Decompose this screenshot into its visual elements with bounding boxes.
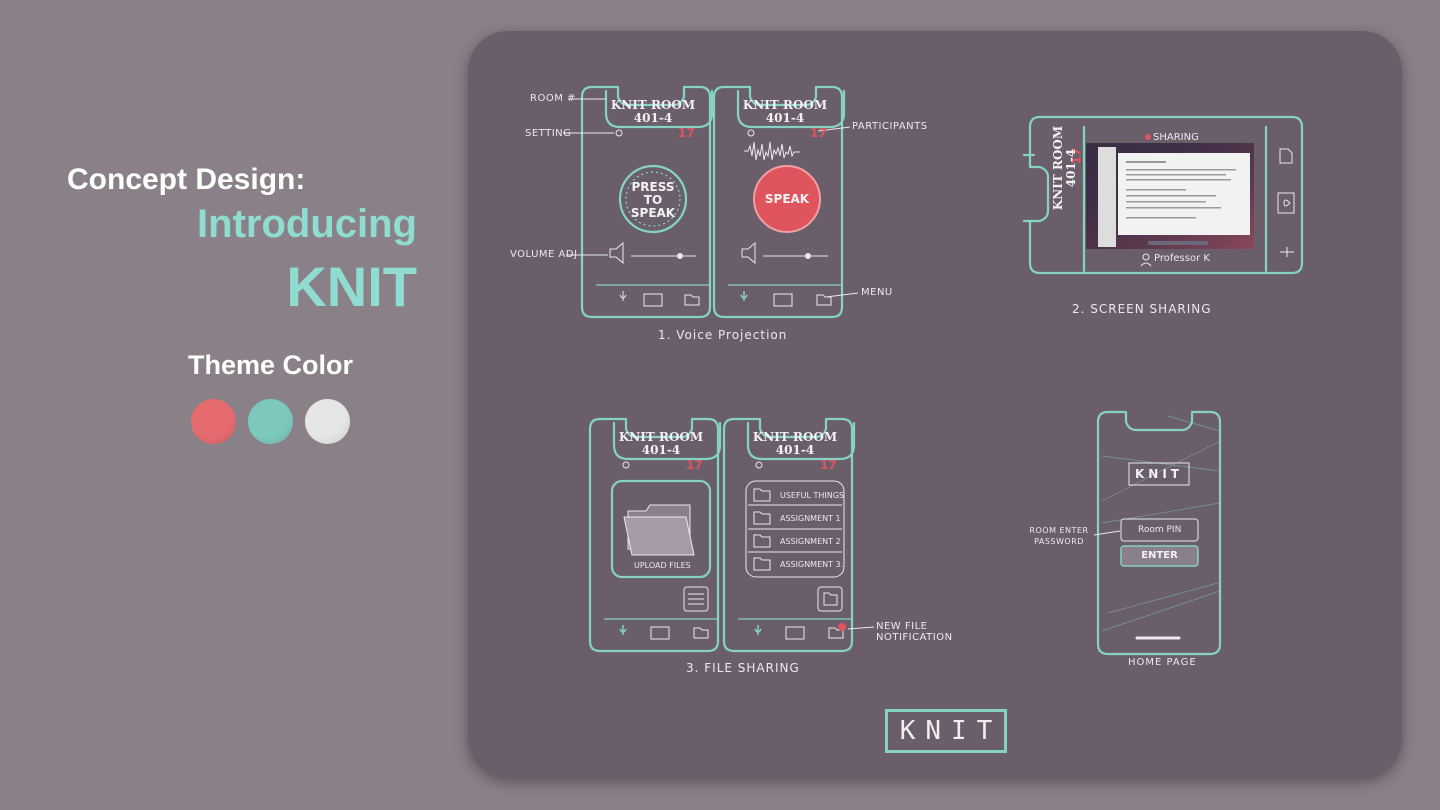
upload-files-label: UPLOAD FILES xyxy=(634,561,691,570)
speak-button[interactable]: SPEAK xyxy=(764,192,810,206)
participant-count-2: 17 xyxy=(810,126,827,140)
file-item-1[interactable]: USEFUL THINGS xyxy=(780,491,844,500)
participant-count-4: 17 xyxy=(820,458,837,472)
phone-screen-sharing xyxy=(1022,115,1304,275)
caption-file-sharing: 3. FILE SHARING xyxy=(686,661,800,675)
annotation-menu: MENU xyxy=(861,287,893,298)
theme-color-label: Theme Color xyxy=(188,350,354,380)
swatch-teal xyxy=(248,399,293,444)
phone-home xyxy=(1093,410,1222,656)
phone-voice-speaking xyxy=(712,85,846,319)
file-item-3[interactable]: ASSIGNMENT 2 xyxy=(780,537,841,546)
caption-voice-projection: 1. Voice Projection xyxy=(658,328,788,342)
annotation-room: ROOM # xyxy=(530,93,576,104)
file-item-4[interactable]: ASSIGNMENT 3. xyxy=(780,560,844,569)
swatch-coral xyxy=(191,399,236,444)
room-pin-input[interactable]: Room PIN xyxy=(1138,525,1182,535)
home-logo: KNIT xyxy=(1135,467,1183,481)
caption-home-page: HOME PAGE xyxy=(1128,657,1197,668)
phone-file-list xyxy=(722,417,875,653)
phone-voice-idle xyxy=(580,85,714,319)
caption-screen-sharing: 2. SCREEN SHARING xyxy=(1072,302,1212,316)
press-to-speak-button[interactable]: PRESS TO SPEAK xyxy=(630,180,676,220)
annotation-volume: VOLUME ADJ xyxy=(510,249,578,260)
knit-logo: KNIT xyxy=(885,709,1007,753)
phone-file-upload xyxy=(588,417,722,653)
annotation-setting: SETTING xyxy=(525,128,572,139)
participant-count-3: 17 xyxy=(686,458,703,472)
annotation-participants: PARTICIPANTS xyxy=(852,121,928,132)
sketch-drawings xyxy=(563,85,1304,656)
introducing-heading: Introducing xyxy=(197,202,417,246)
sharing-label: SHARING xyxy=(1153,132,1199,143)
annotation-room-enter: ROOM ENTER PASSWORD xyxy=(1029,526,1089,546)
knit-heading: KNIT xyxy=(286,255,417,318)
file-item-2[interactable]: ASSIGNMENT 1 xyxy=(780,514,841,523)
concept-design-heading: Concept Design: xyxy=(67,163,306,196)
swatch-white xyxy=(305,399,350,444)
presenter-name: Professor K xyxy=(1154,253,1210,264)
annotation-new-file: NEW FILE NOTIFICATION xyxy=(876,621,953,643)
participant-count-1: 17 xyxy=(678,126,695,140)
enter-button[interactable]: ENTER xyxy=(1141,550,1178,561)
